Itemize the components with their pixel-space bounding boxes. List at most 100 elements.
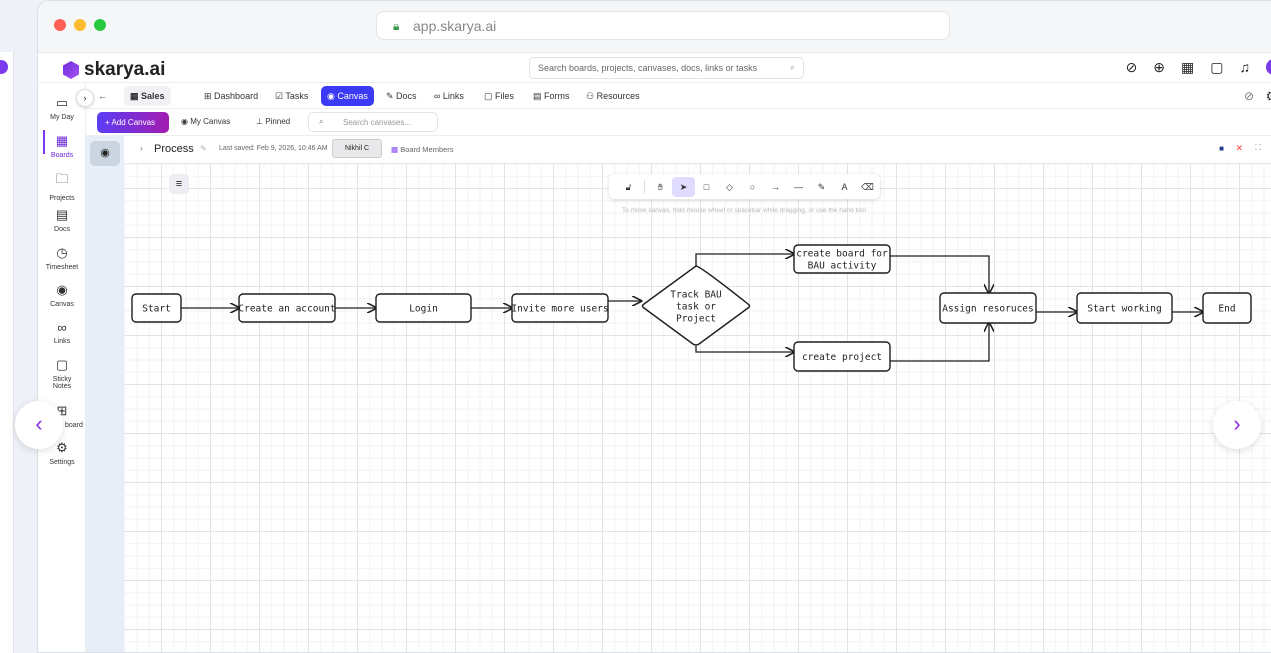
label: Pinned: [265, 117, 291, 126]
flow-node[interactable]: create project: [793, 341, 891, 372]
doc-icon: ▤: [55, 207, 69, 222]
flow-node[interactable]: Login: [375, 293, 472, 323]
search-canvases-input[interactable]: ⌕Search canvases...: [308, 112, 438, 132]
close-window-button[interactable]: [54, 19, 66, 31]
flow-node[interactable]: End: [1202, 292, 1252, 324]
logo[interactable]: skarya.ai: [63, 59, 165, 81]
fullscreen-icon[interactable]: ⛶: [1255, 143, 1261, 152]
browser-window: 🔒︎app.skarya.ai skarya.ai Search boards,…: [37, 0, 1271, 653]
flow-node[interactable]: Start working: [1076, 292, 1173, 324]
flow-node[interactable]: Create an account: [238, 293, 336, 323]
tab-label: Tasks: [285, 91, 309, 101]
canvas-title[interactable]: Process: [154, 143, 194, 155]
ellipse-icon[interactable]: ○: [749, 181, 756, 192]
add-canvas-button[interactable]: + Add Canvas: [97, 112, 169, 133]
sidebar: ▭My Day ▦Boards 🗀︎Projects ▤Docs ◷Timesh…: [38, 83, 86, 652]
eraser-icon[interactable]: ⌫: [861, 181, 874, 192]
members-icon: ▦: [391, 145, 399, 154]
flow-node[interactable]: Invite more users: [511, 293, 609, 323]
sidebar-item-projects[interactable]: 🗀︎Projects: [38, 170, 86, 202]
label: My Canvas: [190, 117, 231, 126]
sidebar-item-timesheet[interactable]: ◷Timesheet: [38, 245, 86, 271]
lock-icon[interactable]: 🔓︎: [625, 181, 632, 192]
text-icon[interactable]: A: [841, 181, 848, 192]
tab-docs[interactable]: ✎ Docs: [386, 91, 417, 101]
sidebar-item-settings[interactable]: ⚙Settings: [38, 440, 86, 466]
label: Links: [53, 338, 71, 345]
next-slide-button[interactable]: ›: [1213, 401, 1261, 449]
board-selector[interactable]: ▦ Sales: [124, 86, 171, 106]
label: My Day: [50, 114, 74, 121]
folder-icon: 🗀︎: [55, 171, 69, 186]
board-members-button[interactable]: ▦ Board Members: [391, 145, 454, 154]
tab-canvas[interactable]: ◉ Canvas: [321, 86, 374, 106]
node-label: create project: [802, 352, 882, 363]
board-nav: ← ▦ Sales ⊞ Dashboard ☑ Tasks ◉ Canvas ✎…: [86, 83, 1271, 109]
tab-tasks[interactable]: ☑ Tasks: [275, 91, 309, 101]
top-icons: ⊘ ⊕ ▦ ▢ ♫: [1126, 59, 1271, 76]
file-icon[interactable]: ▢: [1210, 59, 1224, 75]
calendar-icon[interactable]: ▦: [1181, 59, 1195, 75]
pinned-button[interactable]: ⊥ Pinned: [256, 117, 290, 126]
chevron-right-icon[interactable]: ›: [140, 144, 143, 153]
sidebar-item-my-day[interactable]: ▭My Day: [38, 95, 86, 121]
flow-node[interactable]: Start: [131, 293, 182, 323]
canvas-toolbar: + Add Canvas ◉ My Canvas ⊥ Pinned ⌕Searc…: [86, 109, 1271, 136]
sidebar-item-docs[interactable]: ▤Docs: [38, 207, 86, 233]
arrow-icon[interactable]: →: [771, 181, 780, 192]
sidebar-item-boards[interactable]: ▦Boards: [38, 130, 86, 159]
avatar: [0, 60, 8, 74]
compass-icon[interactable]: ⊘: [1243, 89, 1254, 103]
flow-arrow: [890, 323, 989, 362]
drawing-canvas[interactable]: ≡ 🔓︎ ✋︎ ➤ □ ◇ ○ → — ✎ A ⌫ To move canvas…: [124, 164, 1271, 652]
node-label: End: [1218, 304, 1235, 315]
link-icon: ∞: [57, 320, 67, 335]
tab-label: Docs: [396, 91, 417, 101]
back-icon[interactable]: ←: [98, 91, 107, 101]
save-icon[interactable]: ■: [1219, 144, 1224, 153]
bell-icon[interactable]: ♫: [1239, 59, 1251, 75]
tab-links[interactable]: ∞ Links: [434, 91, 464, 101]
sidebar-item-sticky-notes[interactable]: ▢Sticky Notes: [38, 357, 86, 390]
sidebar-item-board[interactable]: ⊞board: [38, 403, 86, 429]
canvas-hint: To move canvas, hold mouse wheel or spac…: [622, 207, 866, 214]
user-chip[interactable]: Nikhil C: [332, 139, 382, 158]
add-icon[interactable]: ⊕: [1153, 59, 1166, 75]
sidebar-item-canvas[interactable]: ◉Canvas: [38, 282, 86, 308]
tab-resources[interactable]: ⚇ Resources: [586, 91, 640, 101]
global-search-input[interactable]: Search boards, projects, canvases, docs,…: [529, 57, 804, 79]
pencil-icon[interactable]: ✎: [817, 181, 826, 192]
address-bar[interactable]: 🔒︎app.skarya.ai: [376, 11, 950, 40]
gear-icon[interactable]: ⚙: [1259, 86, 1271, 106]
expand-sidebar-button[interactable]: ›: [76, 89, 94, 107]
rectangle-icon[interactable]: □: [703, 181, 710, 192]
compass-icon[interactable]: ⊘: [1125, 59, 1138, 75]
minimize-window-button[interactable]: [74, 19, 86, 31]
maximize-window-button[interactable]: [94, 19, 106, 31]
label: Timesheet: [45, 264, 79, 271]
avatar[interactable]: [1266, 59, 1271, 75]
tab-files[interactable]: ▢ Files: [484, 91, 515, 101]
flow-arrow: [695, 254, 794, 266]
menu-icon[interactable]: ≡: [169, 174, 189, 194]
sidebar-item-links[interactable]: ∞ Links: [38, 320, 86, 345]
edit-icon[interactable]: ✎: [200, 144, 207, 153]
diamond-icon[interactable]: ◇: [726, 181, 733, 192]
tab-dashboard[interactable]: ⊞ Dashboard: [204, 91, 259, 101]
flow-node[interactable]: Assign resoruces: [939, 292, 1037, 324]
label: Board Members: [400, 145, 454, 154]
line-icon[interactable]: —: [794, 181, 803, 192]
select-icon[interactable]: ➤: [672, 176, 695, 197]
grid-icon: ▦: [55, 133, 69, 148]
canvas-item-button[interactable]: ◉: [90, 141, 120, 166]
close-icon[interactable]: ✕: [1235, 143, 1243, 153]
hand-icon[interactable]: ✋︎: [657, 181, 664, 192]
previous-slide-button[interactable]: ‹: [15, 401, 63, 449]
rect-shape: [238, 293, 336, 323]
previous-slide-edge: [0, 52, 14, 653]
my-canvas-button[interactable]: ◉ My Canvas: [181, 117, 231, 126]
tab-forms[interactable]: ▤ Forms: [533, 91, 570, 101]
